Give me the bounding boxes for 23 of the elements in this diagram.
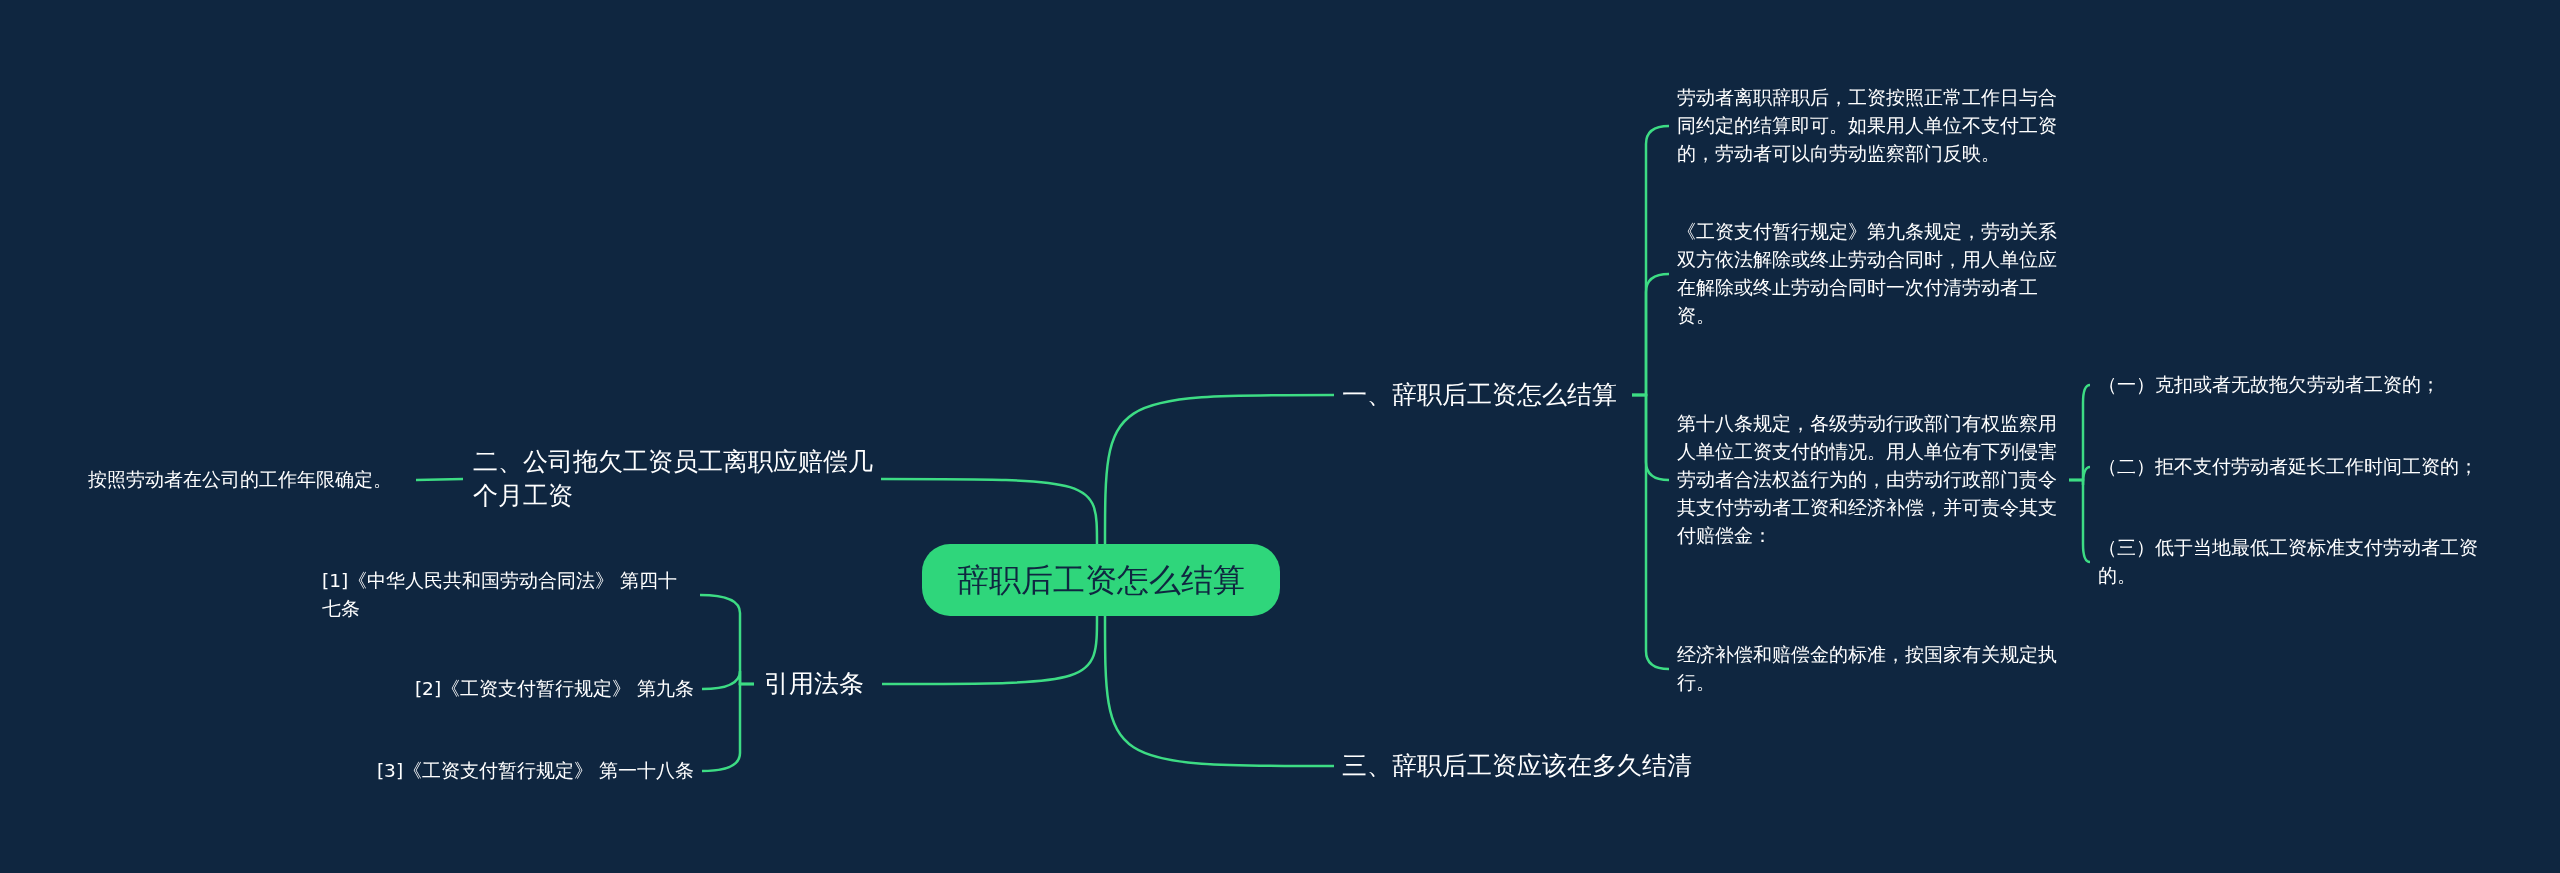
topic-text: 按照劳动者在公司的工作年限确定。 <box>88 466 408 494</box>
branch-topic: 引用法条 <box>764 667 874 701</box>
topic-text: 第十八条规定，各级劳动行政部门有权监察用人单位工资支付的情况。用人单位有下列侵害劳动者合法权益行为的，由劳动行政部门责令其支付劳动者工资和经济补偿，并可责令其支付赔偿金： <box>1677 410 2059 550</box>
topic-text: （二）拒不支付劳动者延长工作时间工资的； <box>2098 453 2518 481</box>
topic-text: [1]《中华人民共和国劳动合同法》 第四十七条 <box>322 567 692 623</box>
connector <box>1103 393 1334 544</box>
branch-topic: 三、辞职后工资应该在多久结清 <box>1342 749 1702 783</box>
topic-text: [2]《工资支付暂行规定》 第九条 <box>400 675 694 703</box>
topic-text: 劳动者离职辞职后，工资按照正常工作日与合同约定的结算即可。如果用人单位不支付工资的，劳动者可以向劳动监察部门反映。 <box>1677 84 2059 168</box>
connector <box>882 616 1099 686</box>
connector <box>2069 478 2091 564</box>
central-topic: 辞职后工资怎么结算 <box>922 544 1280 616</box>
connector <box>415 477 464 482</box>
connector <box>701 682 754 773</box>
topic-text: 《工资支付暂行规定》第九条规定，劳动关系双方依法解除或终止劳动合同时，用人单位应在解除或终止劳动合同时一次付清劳动者工资。 <box>1677 218 2059 330</box>
topic-text: [3]《工资支付暂行规定》 第一十八条 <box>360 757 694 785</box>
branch-topic: 一、辞职后工资怎么结算 <box>1342 378 1622 412</box>
topic-text: 经济补偿和赔偿金的标准，按国家有关规定执行。 <box>1677 641 2059 697</box>
topic-text: （一）克扣或者无故拖欠劳动者工资的； <box>2098 371 2518 399</box>
branch-topic: 二、公司拖欠工资员工离职应赔偿几个月工资 <box>473 445 873 513</box>
topic-text: （三）低于当地最低工资标准支付劳动者工资的。 <box>2098 534 2480 590</box>
connector <box>881 477 1099 544</box>
connector <box>1103 616 1334 768</box>
